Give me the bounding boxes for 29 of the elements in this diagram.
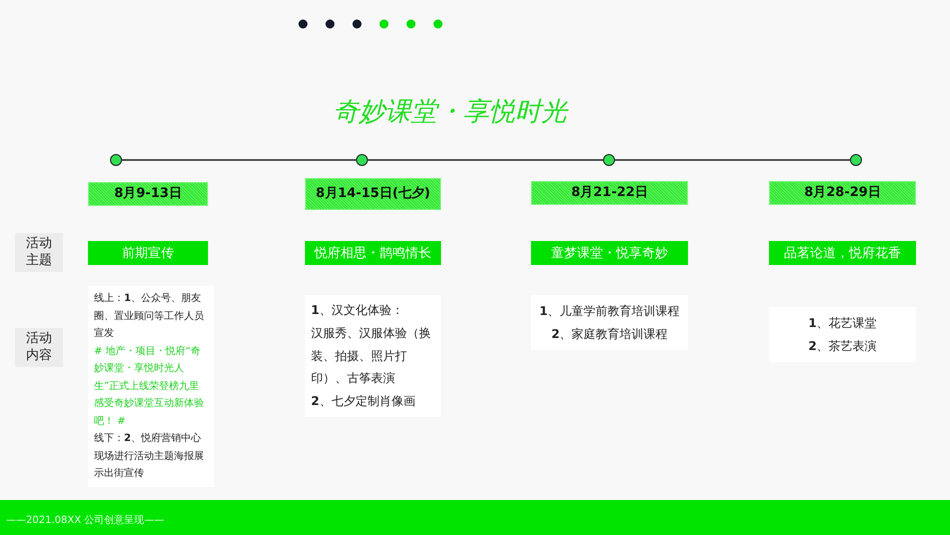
footer-text: ——2021.08XX 公司创意呈现—— — [6, 514, 164, 527]
theme-banner: 童梦课堂・悦享奇妙 — [531, 241, 688, 265]
timeline-line — [615, 159, 850, 161]
date-banner: 8月9-13日 — [88, 182, 208, 206]
content-text: 线下：2、悦府营销中心现场进行活动主题海报展示出街宣传 — [94, 432, 205, 481]
content-text: 2、茶艺表演 — [807, 338, 878, 354]
timeline-dot — [110, 154, 122, 166]
content-text: 2、家庭教育培训课程 — [550, 326, 669, 342]
timeline-dot — [850, 154, 862, 166]
content-text: 1、花艺课堂 — [807, 314, 878, 332]
content-text: 2、七夕定制肖像画 — [311, 393, 416, 410]
theme-banner: 悦府相思・鹊鸣情长 — [305, 241, 441, 265]
content-text: # 地产・项目・悦府“奇妙课堂・享悦时光人生”正式上线荣登榜九里感受奇妙课堂互动新体验吧！ # — [94, 344, 205, 428]
timeline-line — [122, 159, 356, 161]
date-banner: 8月14-15日(七夕) — [305, 178, 441, 210]
timeline-line — [368, 159, 603, 161]
row-header: 活动内容 — [15, 328, 63, 367]
title: 奇妙课堂・享悦时光 — [332, 96, 570, 129]
date-banner: 8月21-22日 — [531, 181, 688, 205]
timeline-dot — [603, 154, 615, 166]
row-header: 活动主题 — [15, 233, 63, 272]
theme-banner: 品茗论道，悦府花香 — [769, 241, 916, 265]
theme-banner: 前期宣传 — [88, 241, 208, 265]
content-text: 汉服秀、汉服体验（换装、拍摄、照片打印）、古筝表演 — [311, 324, 432, 388]
content-text: 1、儿童学前教育培训课程 — [538, 302, 681, 320]
content-text: 线上：1、公众号、朋友圈、置业顾问等工作人员宣发 — [94, 292, 205, 341]
timeline-dot — [356, 154, 368, 166]
date-banner: 8月28-29日 — [769, 181, 916, 205]
content-text: 1、汉文化体验： — [311, 302, 404, 319]
